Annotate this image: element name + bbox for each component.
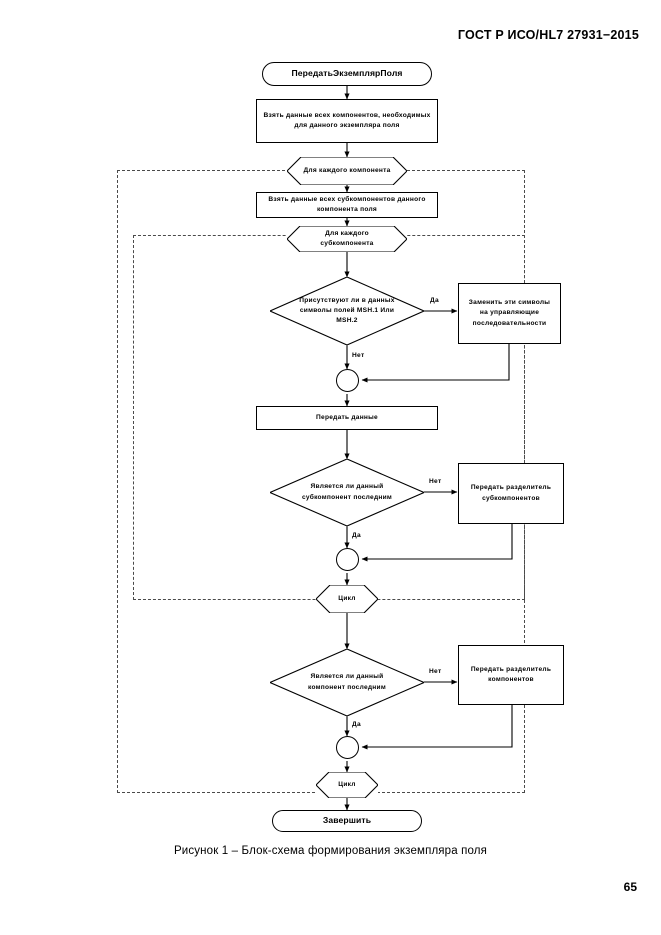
node-send-data: Передать данные	[256, 406, 438, 430]
flowchart-edges	[344, 86, 513, 811]
merge-connector-2	[336, 548, 359, 571]
flowchart-diagram: ПередатьЭкземплярПоля Взять данные всех …	[117, 62, 564, 832]
node-send-component-separator: Передать разделитель компонентов	[458, 645, 564, 705]
node-loop-each-component: Для каждого компонента	[287, 157, 407, 185]
node-send-subcomponent-separator-label: Передать разделитель субкомпонентов	[470, 484, 552, 502]
diamond-shape	[270, 459, 424, 526]
node-end-label: Завершить	[322, 815, 372, 826]
hexagon-shape	[287, 157, 407, 185]
node-loop-each-subcomponent: Для каждого субкомпонента	[287, 226, 407, 252]
node-loop-end-subcomponent-label: Цикл	[338, 594, 356, 602]
edge-label-last-subcomponent-yes: Да	[352, 532, 361, 539]
node-send-subcomponent-separator: Передать разделитель субкомпонентов	[458, 463, 564, 524]
node-start-label: ПередатьЭкземплярПоля	[291, 68, 403, 79]
merge-connector-3	[336, 736, 359, 759]
node-loop-end-component: Цикл	[316, 772, 378, 798]
node-take-component-data-label: Взять данные всех компонентов, необходим…	[263, 111, 431, 129]
node-decision-msh-symbols-label: Присутствуют ли в данных символы полей M…	[299, 296, 395, 325]
node-loop-end-subcomponent: Цикл	[316, 585, 378, 613]
node-start: ПередатьЭкземплярПоля	[262, 62, 432, 86]
node-decision-last-subcomponent: Является ли данный субкомпонент последни…	[270, 459, 424, 526]
edge-label-last-component-no: Нет	[429, 668, 442, 675]
diamond-shape	[270, 277, 424, 345]
hexagon-shape	[316, 772, 378, 798]
node-take-subcomponent-data-label: Взять данные всех субкомпонентов данного…	[268, 195, 426, 213]
node-decision-msh-symbols: Присутствуют ли в данных символы полей M…	[270, 277, 424, 345]
document-header: ГОСТ Р ИСО/HL7 27931−2015	[457, 28, 639, 42]
edge-label-last-subcomponent-no: Нет	[429, 478, 442, 485]
node-replace-symbols: Заменить эти символы на управляющие посл…	[458, 283, 561, 344]
node-take-subcomponent-data: Взять данные всех субкомпонентов данного…	[256, 192, 438, 218]
node-decision-last-component: Является ли данный компонент последним	[270, 649, 424, 716]
node-decision-last-subcomponent-label: Является ли данный субкомпонент последни…	[301, 483, 393, 501]
node-replace-symbols-label: Заменить эти символы на управляющие посл…	[468, 299, 551, 327]
edge-label-last-component-yes: Да	[352, 721, 361, 728]
node-take-component-data: Взять данные всех компонентов, необходим…	[256, 99, 438, 143]
node-loop-each-subcomponent-label: Для каждого субкомпонента	[320, 229, 374, 247]
node-send-component-separator-label: Передать разделитель компонентов	[470, 665, 552, 683]
node-loop-each-component-label: Для каждого компонента	[303, 166, 391, 174]
node-loop-end-component-label: Цикл	[338, 780, 356, 788]
merge-connector-1	[336, 369, 359, 392]
hexagon-shape	[316, 585, 378, 613]
hexagon-shape	[287, 226, 407, 252]
node-end: Завершить	[272, 810, 422, 832]
figure-caption: Рисунок 1 – Блок-схема формирования экзе…	[173, 845, 488, 857]
edge-label-msh-yes: Да	[430, 297, 439, 304]
diamond-shape	[270, 649, 424, 716]
node-decision-last-component-label: Является ли данный компонент последним	[308, 673, 386, 691]
edge-label-msh-no: Нет	[352, 352, 365, 359]
node-send-data-label: Передать данные	[316, 413, 378, 421]
page-number: 65	[623, 880, 637, 894]
